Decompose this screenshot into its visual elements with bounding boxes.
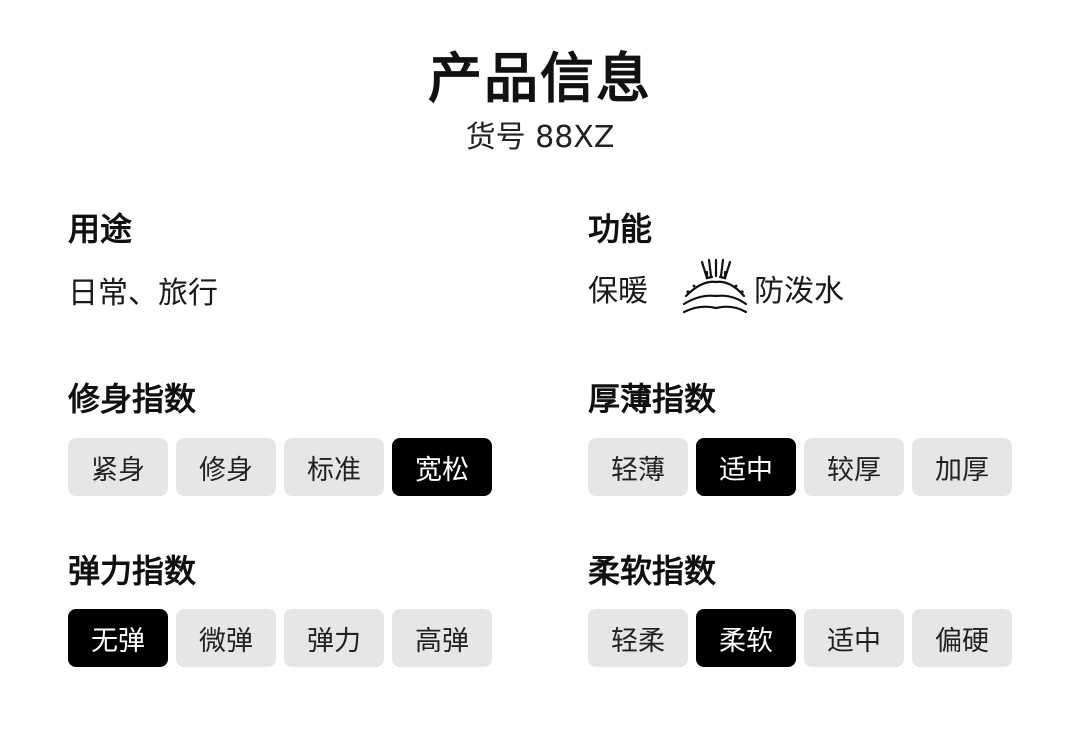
- function-row: 保暖 防泼水: [588, 258, 844, 318]
- elasticity-title: 弹力指数: [68, 552, 197, 590]
- function-water: 防泼水: [754, 274, 844, 309]
- thickness-option[interactable]: 较厚: [804, 438, 904, 496]
- elasticity-option[interactable]: 高弹: [392, 609, 492, 667]
- softness-option[interactable]: 柔软: [696, 609, 796, 667]
- softness-title: 柔软指数: [588, 552, 717, 590]
- thickness-option[interactable]: 轻薄: [588, 438, 688, 496]
- fit-options: 紧身 修身 标准 宽松: [68, 438, 492, 496]
- water-repellent-icon: [682, 258, 748, 314]
- softness-option[interactable]: 轻柔: [588, 609, 688, 667]
- thickness-options: 轻薄 适中 较厚 加厚: [588, 438, 1012, 496]
- softness-options: 轻柔 柔软 适中 偏硬: [588, 609, 1012, 667]
- softness-option[interactable]: 适中: [804, 609, 904, 667]
- fit-option[interactable]: 修身: [176, 438, 276, 496]
- thickness-option[interactable]: 加厚: [912, 438, 1012, 496]
- softness-option[interactable]: 偏硬: [912, 609, 1012, 667]
- elasticity-option[interactable]: 无弹: [68, 609, 168, 667]
- page-title: 产品信息: [428, 47, 652, 110]
- fit-option[interactable]: 宽松: [392, 438, 492, 496]
- function-warm: 保暖: [588, 274, 648, 309]
- elasticity-option[interactable]: 微弹: [176, 609, 276, 667]
- function-title: 功能: [588, 210, 653, 248]
- usage-value: 日常、旅行: [68, 276, 218, 311]
- thickness-option[interactable]: 适中: [696, 438, 796, 496]
- usage-title: 用途: [68, 210, 133, 248]
- fit-title: 修身指数: [68, 380, 197, 418]
- fit-option[interactable]: 紧身: [68, 438, 168, 496]
- elasticity-option[interactable]: 弹力: [284, 609, 384, 667]
- fit-option[interactable]: 标准: [284, 438, 384, 496]
- thickness-title: 厚薄指数: [588, 380, 717, 418]
- elasticity-options: 无弹 微弹 弹力 高弹: [68, 609, 492, 667]
- item-number: 货号 88XZ: [465, 120, 615, 155]
